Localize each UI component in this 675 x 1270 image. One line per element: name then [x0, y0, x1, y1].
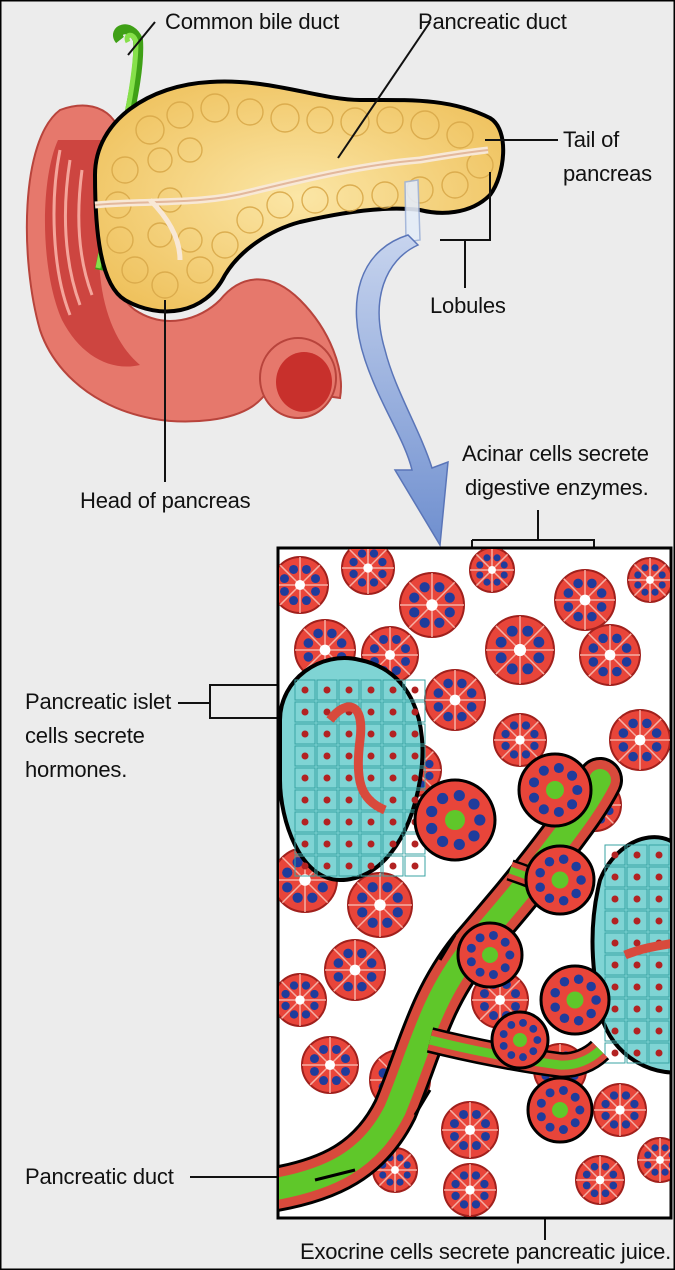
label-acinar-line2: digestive enzymes. — [465, 474, 649, 502]
label-pancreatic-duct-bottom: Pancreatic duct — [25, 1163, 174, 1191]
acinar-lobule — [519, 754, 591, 826]
acinus — [325, 940, 385, 1000]
label-islet-line3: hormones. — [25, 756, 127, 784]
acinus — [348, 873, 412, 937]
acinus — [628, 558, 672, 602]
tissue-panel — [270, 542, 675, 1218]
acinar-lobule — [526, 846, 594, 914]
label-pancreatic-duct-top: Pancreatic duct — [418, 8, 567, 36]
label-acinar-line1: Acinar cells secrete — [462, 440, 649, 468]
acinus — [638, 1138, 675, 1182]
acinus — [342, 542, 394, 594]
acinus — [272, 557, 328, 613]
acinus — [425, 670, 485, 730]
label-exocrine: Exocrine cells secrete pancreatic juice. — [300, 1238, 671, 1266]
acinus — [470, 548, 514, 592]
acinar-lobule — [415, 780, 495, 860]
label-islet-line2: cells secrete — [25, 722, 145, 750]
label-islet-line1: Pancreatic islet — [25, 688, 171, 716]
label-lobules: Lobules — [430, 292, 506, 320]
acinus — [576, 1156, 624, 1204]
acinar-lobule — [528, 1078, 592, 1142]
acinus — [610, 710, 670, 770]
acinus — [274, 974, 326, 1026]
acinus — [400, 573, 464, 637]
acinus — [444, 1164, 496, 1216]
label-head-of-pancreas: Head of pancreas — [80, 487, 250, 515]
acinus — [486, 616, 554, 684]
acinus — [302, 1037, 358, 1093]
label-tail-line1: Tail of — [563, 126, 619, 154]
acinar-lobule — [541, 966, 609, 1034]
label-tail-line2: pancreas — [563, 160, 652, 188]
acinar-lobule — [492, 1012, 548, 1068]
label-common-bile-duct: Common bile duct — [165, 8, 339, 36]
pancreatic-islet — [280, 658, 425, 880]
acinus — [555, 570, 615, 630]
acinus — [580, 625, 640, 685]
acinus — [594, 1084, 646, 1136]
pancreatic-islet — [593, 837, 675, 1072]
acinar-lobule — [458, 923, 522, 987]
acinus — [442, 1102, 498, 1158]
